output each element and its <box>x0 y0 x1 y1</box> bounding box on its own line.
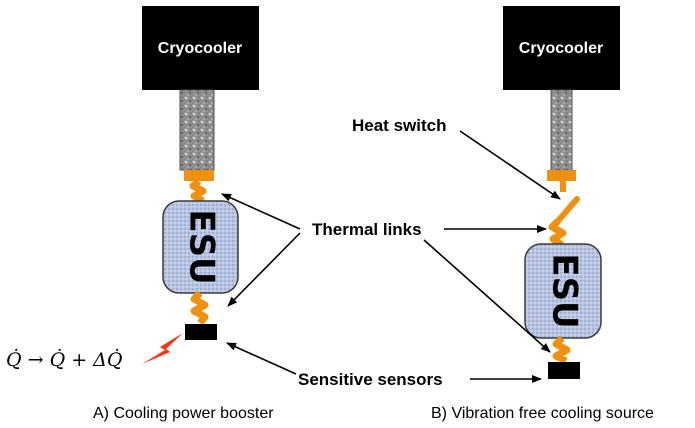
left-cryocooler-label: Cryocooler <box>158 40 242 57</box>
heat-switch-arrow <box>459 130 561 200</box>
left-upper-thermal-link <box>189 178 207 205</box>
right-cold-finger <box>550 89 573 171</box>
right-lower-thermal-link <box>552 335 571 365</box>
right-cold-plate <box>547 170 576 181</box>
left-cold-plate <box>184 170 214 181</box>
thermal-links-arrow-left-upper <box>221 193 301 230</box>
right-setup: Cryocooler ESU <box>503 6 620 379</box>
left-sensor <box>185 324 217 340</box>
caption-right: B) Vibration free cooling source <box>431 405 654 422</box>
left-lower-thermal-link <box>190 290 209 326</box>
right-esu <box>524 243 602 339</box>
cooling-power-formula: Q̇ → Q̇ + ΔQ̇ <box>6 349 122 371</box>
left-cold-finger <box>179 89 215 171</box>
heat-switch-lever <box>555 196 580 224</box>
caption-left: A) Cooling power booster <box>93 405 274 422</box>
right-cryocooler-box <box>503 6 620 90</box>
sensitive-sensors-label: Sensitive sensors <box>298 370 443 389</box>
lightning-icon <box>142 333 183 364</box>
thermal-links-label: Thermal links <box>312 220 422 239</box>
right-esu-label: ESU <box>545 253 585 328</box>
sensitive-sensors-arrow-left <box>226 342 297 375</box>
left-cryocooler-box <box>142 6 259 90</box>
thermal-links-arrow-left-lower <box>227 232 301 307</box>
heat-switch-label: Heat switch <box>352 116 446 135</box>
left-esu-label: ESU <box>182 209 222 284</box>
right-sensor <box>548 362 580 379</box>
left-setup: Cryocooler ESU Q̇ → Q̇ + ΔQ̇ <box>6 6 259 371</box>
right-upper-thermal-link <box>548 218 567 248</box>
left-esu <box>162 200 239 294</box>
annotations: Heat switch Thermal links Sensitive sens… <box>221 116 561 389</box>
right-cryocooler-label: Cryocooler <box>519 40 603 57</box>
thermal-links-arrow-right-lower <box>423 239 551 353</box>
